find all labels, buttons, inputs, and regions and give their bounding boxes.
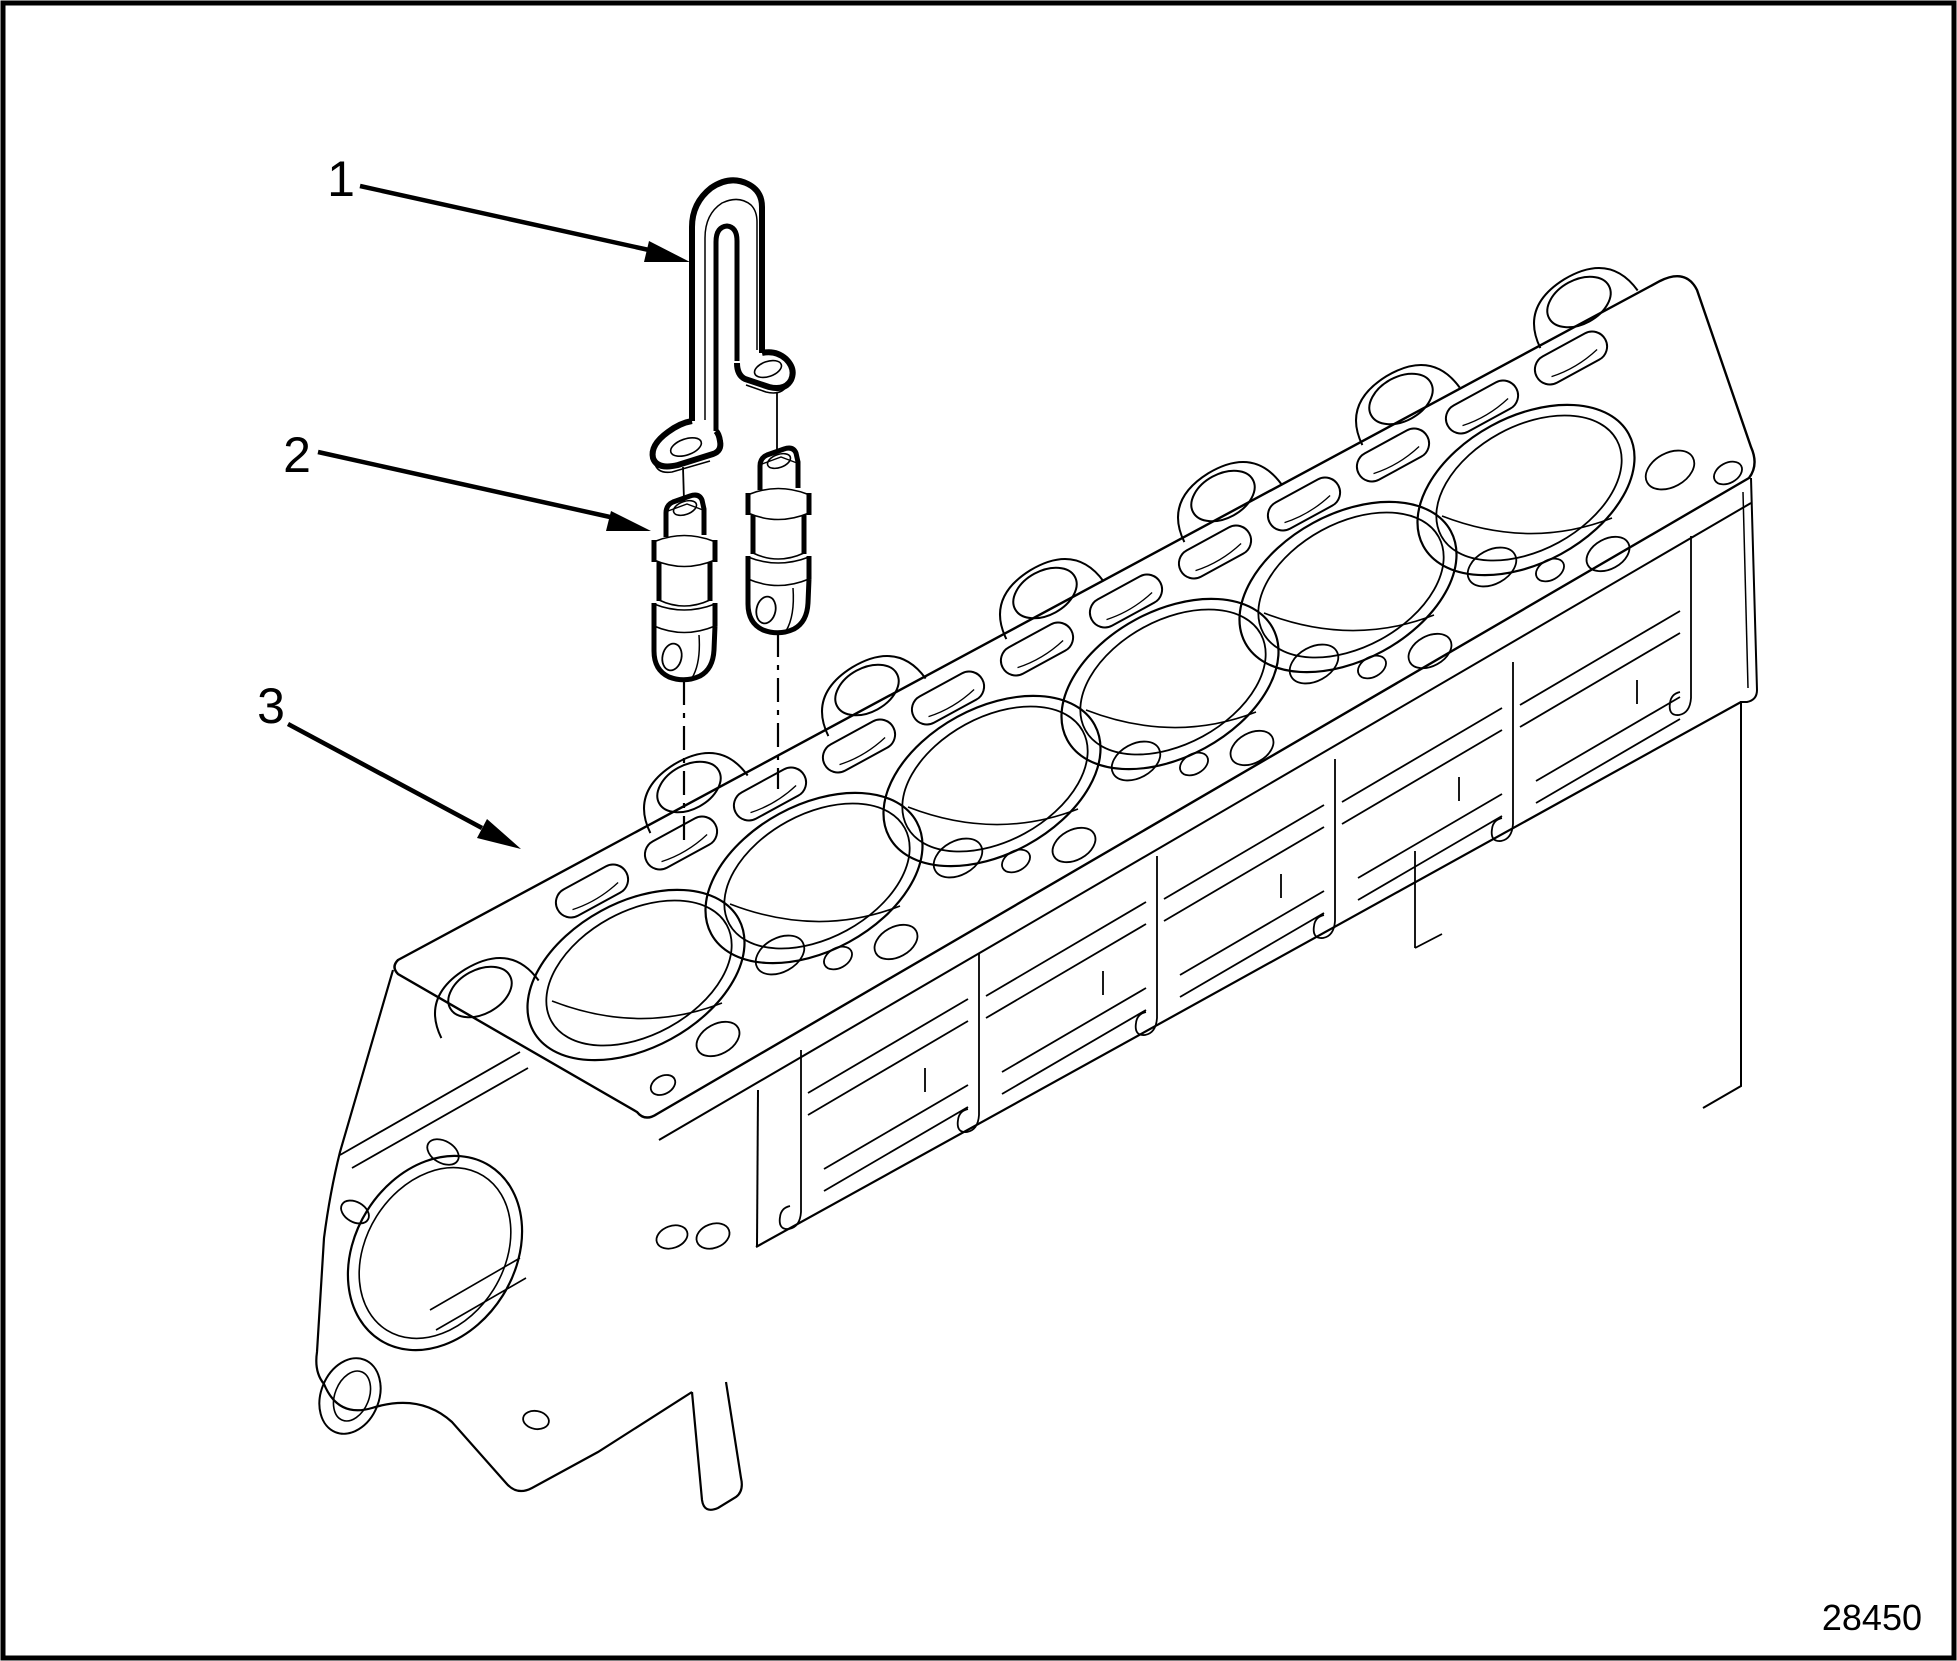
block-front-face — [315, 969, 759, 1511]
callout-2: 2 — [283, 427, 651, 531]
cylinder-block — [315, 249, 1759, 1511]
callout-1: 1 — [327, 151, 690, 262]
remover-installer-tool — [649, 177, 796, 474]
deck-outline — [393, 274, 1756, 1119]
callout-3-label: 3 — [257, 678, 285, 734]
callout-1-label: 1 — [327, 151, 355, 207]
callout-3-leader — [286, 722, 484, 830]
callout-3: 3 — [257, 678, 521, 849]
callout-1-leader — [359, 183, 650, 253]
callout-3-arrowhead — [477, 819, 521, 849]
callout-2-label: 2 — [283, 427, 311, 483]
pan-rail — [755, 701, 1742, 1248]
callout-1-arrowhead — [644, 241, 690, 262]
callout-2-arrowhead — [606, 511, 651, 531]
alignment-centerlines — [682, 392, 780, 848]
figure-number: 28450 — [1822, 1597, 1922, 1638]
block-rear-face — [1702, 477, 1759, 1109]
callout-2-leader — [317, 449, 611, 520]
